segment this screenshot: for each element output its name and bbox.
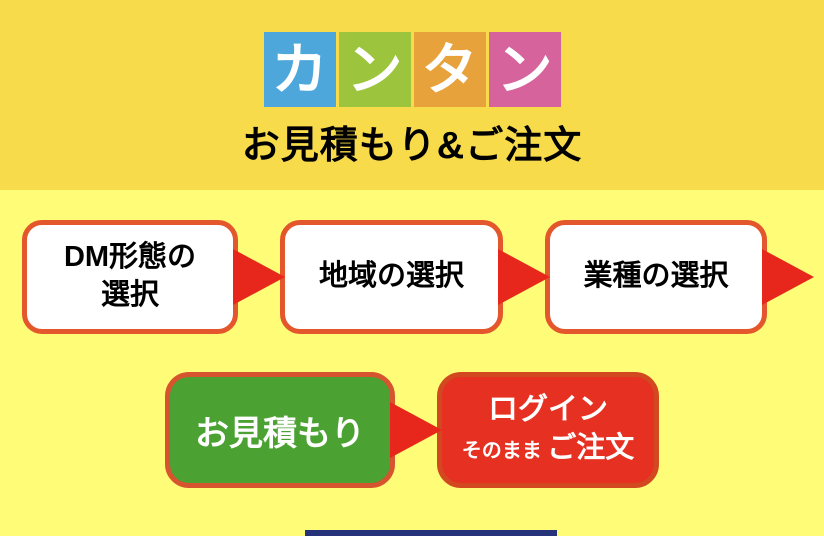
- order-button[interactable]: ログイン そのまま ご注文: [437, 372, 659, 488]
- hero-subtitle: お見積もり&ご注文: [241, 125, 583, 167]
- step-label-line: 業種の選択: [583, 260, 729, 293]
- order-button-line2: そのまま ご注文: [462, 430, 635, 468]
- arrow-right-icon: [233, 249, 285, 305]
- step-label-line: DM形態の: [63, 241, 197, 274]
- order-button-line1: ログイン: [488, 393, 608, 427]
- title-char: カ: [271, 37, 328, 101]
- order-button-line2-small: そのまま: [461, 440, 542, 463]
- arrow-right-icon: [762, 249, 814, 305]
- flow-actions-row: お見積もり ログイン そのまま ご注文: [0, 372, 824, 488]
- title-char: ン: [346, 37, 403, 101]
- step-label-line: 地域の選択: [318, 260, 464, 293]
- title-char: ン: [496, 37, 553, 101]
- arrow-right-icon: [498, 249, 550, 305]
- hero-section: カ ン タ ン お見積もり&ご注文: [0, 0, 824, 190]
- arrow-right-icon: [390, 402, 442, 458]
- title-block-orange: タ: [413, 32, 486, 107]
- bottom-partial-bar: [305, 530, 557, 536]
- kantan-title: カ ン タ ン: [263, 32, 561, 107]
- estimate-button-label: お見積もり: [195, 414, 365, 453]
- step-label-line: 選択: [100, 279, 159, 311]
- estimate-button[interactable]: お見積もり: [165, 372, 395, 488]
- step-box-region[interactable]: 地域の選択: [280, 220, 503, 334]
- title-block-green: ン: [338, 32, 411, 107]
- order-button-line2-large: ご注文: [547, 432, 635, 465]
- step-box-dm-format[interactable]: DM形態の 選択: [22, 220, 238, 334]
- title-block-pink: ン: [488, 32, 561, 107]
- title-block-blue: カ: [263, 32, 336, 107]
- flow-steps-row: DM形態の 選択 地域の選択 業種の選択: [0, 220, 824, 334]
- step-box-industry[interactable]: 業種の選択: [545, 220, 767, 334]
- title-char: タ: [421, 37, 478, 101]
